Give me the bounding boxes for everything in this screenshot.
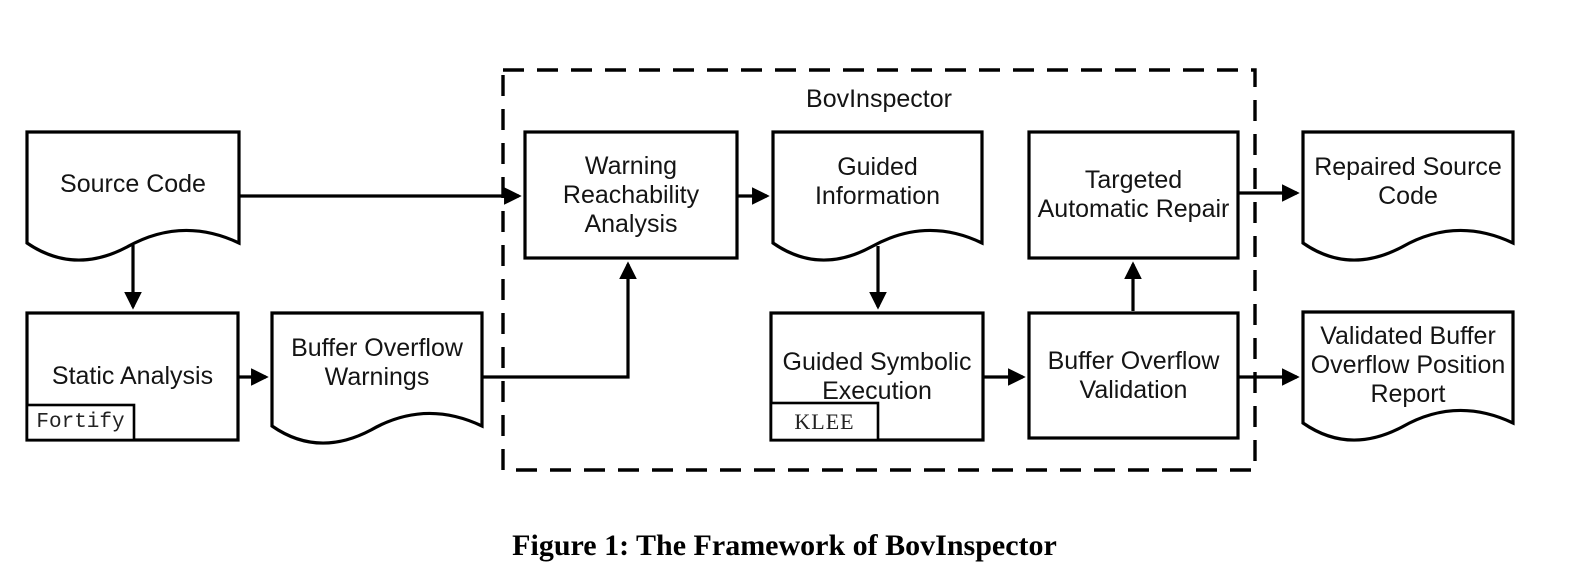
fortify-tool-badge [25, 403, 136, 442]
buffer-overflow-validation-box [1027, 311, 1240, 440]
repaired-source-code-document-shape [1301, 130, 1515, 262]
bovinspector-container-label: BovInspector [806, 85, 952, 113]
source-code-document-shape [25, 130, 241, 262]
arrow-warnings-to-warning-reachability [482, 261, 637, 379]
validated-report-document-shape [1301, 310, 1515, 442]
buffer-overflow-warnings-document-shape [270, 311, 484, 445]
targeted-automatic-repair-box [1027, 130, 1240, 260]
bovinspector-container-boundary [501, 68, 1257, 472]
guided-information-document-shape [771, 130, 984, 262]
warning-reachability-analysis-box [523, 130, 739, 260]
klee-tool-badge [769, 401, 880, 442]
figure-caption: Figure 1: The Framework of BovInspector [512, 529, 1057, 562]
